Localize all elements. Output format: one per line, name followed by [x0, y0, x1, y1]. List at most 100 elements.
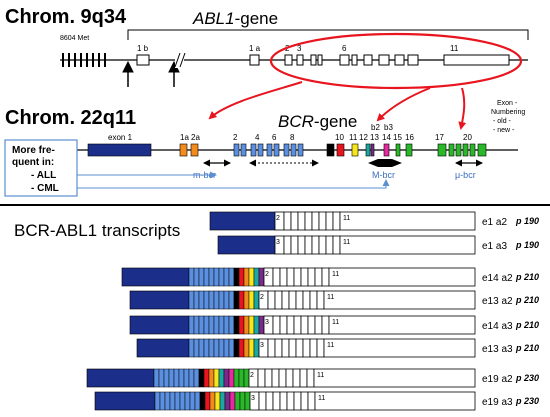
bcr-exon-segment — [198, 267, 205, 287]
frequency-box-text: More fre- quent in: - ALL - CML — [12, 145, 59, 194]
abl-exon-segment — [304, 211, 313, 231]
frequency-line: - ALL — [31, 170, 56, 181]
bcr-exon-segment — [168, 368, 175, 388]
bcr-exon-segment — [223, 267, 230, 287]
abl-exon-segment — [316, 290, 325, 310]
bcr-exon-segment — [188, 315, 195, 335]
abl-exon-segment — [300, 315, 309, 335]
bcr-exon-label: 13 — [370, 133, 379, 142]
bcr-exon-segment — [228, 315, 235, 335]
bcr-exon-13 — [365, 143, 371, 157]
bcr-exon-segment — [214, 391, 221, 411]
frequency-box — [4, 139, 78, 197]
bcr-exon-label: 2a — [191, 133, 200, 142]
abl-first-exon-label: 2 — [260, 294, 264, 301]
M-bcr-span-marker — [368, 159, 402, 167]
bcr-exon-segment — [253, 338, 260, 358]
abl-exon-segment — [318, 211, 327, 231]
abl-exon-segment — [271, 368, 280, 388]
abl-exon-segment — [285, 368, 294, 388]
abl-exon-segment — [281, 290, 290, 310]
bcr-exon-segment — [213, 338, 220, 358]
bcr-exon-segment — [193, 368, 200, 388]
bcr-numbering-note: Exon - Numbering - old - - new - — [491, 100, 525, 134]
M-bcr-label: M-bcr — [372, 170, 395, 180]
bcr-exon-segment — [189, 391, 196, 411]
bcr-exon-segment — [213, 315, 220, 335]
protein-label: p 210 — [515, 295, 539, 305]
protein-label: p 230 — [515, 373, 539, 383]
bcr-exons — [87, 143, 487, 157]
abl-exon-segment — [279, 315, 288, 335]
bcr-exon-segment — [203, 368, 210, 388]
bcr-exon-segment — [164, 391, 171, 411]
abl-exon-segment — [290, 235, 299, 255]
bcr-exon-label: 6 — [272, 133, 277, 142]
bcr-exon-segment — [233, 290, 240, 310]
bcr-exon-segment — [258, 315, 265, 335]
abl-exon-11-segment — [313, 368, 476, 388]
abl-exon-segment — [267, 338, 276, 358]
abl-exon-segment — [307, 267, 316, 287]
bcr-exon-segment — [238, 290, 245, 310]
abl-exon-11-label: 11 — [332, 271, 339, 278]
abl-exon-segment — [283, 235, 292, 255]
abl-exon-segment — [309, 290, 318, 310]
bcr-exon-label: 14 — [382, 133, 391, 142]
bcr-exon-segment — [213, 290, 220, 310]
bcr-exon-segment — [208, 368, 215, 388]
bcr-exon-segment — [223, 368, 230, 388]
transcript-name: e1 a2 — [482, 217, 507, 228]
bcr-exon-segment — [188, 368, 195, 388]
protein-label: p 190 — [515, 240, 539, 250]
bcr-exon-label: 15 — [393, 133, 402, 142]
bcr-exon1-segment — [209, 211, 276, 231]
bcr-exon1-segment — [129, 315, 190, 335]
abl-exon-segment — [288, 338, 297, 358]
abl-repeat-marks — [62, 53, 106, 67]
abl-exon-segment — [302, 338, 311, 358]
bcr-exon-10 — [326, 143, 335, 157]
bcr-exon-segment — [194, 391, 201, 411]
protein-label: p 210 — [515, 320, 539, 330]
bcr-exon-14 — [383, 143, 390, 157]
bcr-exon-segment — [253, 315, 260, 335]
abl-exon-6 — [339, 54, 350, 66]
abl-exon-11-label: 11 — [327, 342, 334, 349]
bcr-exon-segment — [243, 315, 250, 335]
bcr-exon-segment — [238, 267, 245, 287]
bcr-exon-segment — [243, 267, 250, 287]
bcr-exon-label: exon 1 — [108, 133, 133, 142]
bcr-exon-segment — [183, 368, 190, 388]
abl-exon-label: 1 b — [137, 44, 149, 53]
abl-exon-segment — [300, 391, 309, 411]
abl-exons — [136, 54, 510, 66]
abl-first-exon-label: 2 — [250, 372, 254, 379]
bcr-exon-2a — [190, 143, 199, 157]
abl-exon-segment — [314, 315, 323, 335]
bcr-gene-suffix: -gene — [314, 112, 357, 131]
bcr-exon-17 — [437, 143, 447, 157]
bcr-exon-segment — [223, 315, 230, 335]
bcr-exon-segment — [233, 338, 240, 358]
bcr-exon-segment — [234, 391, 241, 411]
abl-exon-segment — [307, 391, 316, 411]
bcr-exon-segment — [188, 338, 195, 358]
bcr-exon-segment — [228, 338, 235, 358]
bcr-exon-6 — [273, 143, 280, 157]
bcr-exon-segment — [238, 338, 245, 358]
bcr-exon-segment — [223, 290, 230, 310]
bcr-exon1-segment — [86, 368, 155, 388]
transcript-name: e14 a2 — [482, 273, 513, 284]
abl-exon-11-segment — [323, 338, 476, 358]
protein-label: p 210 — [515, 272, 539, 282]
bcr-exon-label: 16 — [405, 133, 414, 142]
arrow-to-bcr-exon1 — [208, 81, 303, 120]
abl-exon-11 — [443, 54, 510, 66]
abl-exon-segment — [272, 267, 281, 287]
